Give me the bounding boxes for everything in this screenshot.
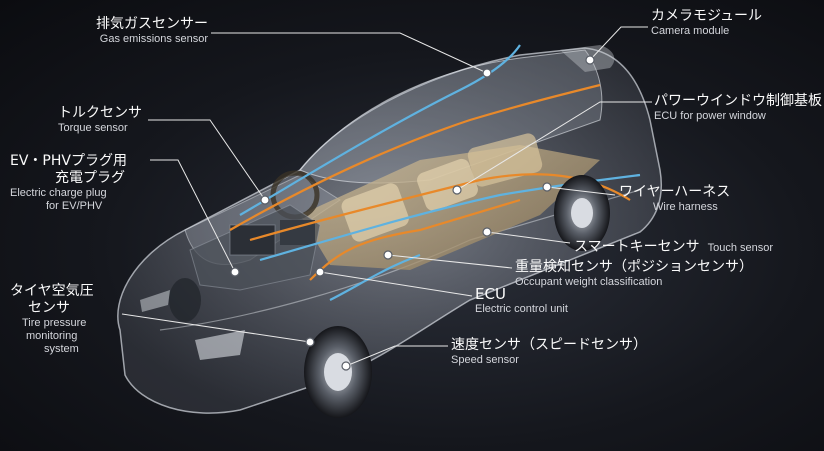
leader-power-window: [456, 101, 652, 191]
label-speed-sensor: 速度センサ（スピードセンサ） Speed sensor: [451, 337, 647, 367]
label-ja: ECU: [475, 285, 506, 303]
label-en: Camera module: [651, 25, 730, 37]
label-ja: パワーウインドウ制御基板: [654, 93, 822, 109]
label-ja: 速度センサ（スピードセンサ）: [451, 337, 647, 353]
marker-ecu: [315, 267, 325, 277]
marker-gas-emissions: [482, 68, 492, 78]
marker-occupant-weight: [383, 250, 393, 260]
marker-smart-key: [482, 227, 492, 237]
label-smart-key-sensor: スマートキーセンサ Touch sensor: [574, 236, 773, 256]
label-en: Tire pressure: [22, 317, 87, 329]
label-en: Speed sensor: [451, 354, 519, 366]
marker-speed-sensor: [341, 361, 351, 371]
leader-speed-sensor: [345, 345, 448, 367]
callout-markers: [230, 55, 595, 371]
headlights: [140, 290, 245, 360]
label-en-line2: for EV/PHV: [46, 200, 103, 212]
label-en-line2: monitoring: [26, 330, 78, 342]
marker-power-window: [452, 185, 462, 195]
label-en: Electric charge plug: [10, 187, 107, 199]
marker-wire-harness: [542, 182, 552, 192]
leader-torque-sensor: [148, 119, 266, 201]
label-wire-harness: ワイヤーハーネス Wire harness: [619, 184, 730, 214]
leader-gas-emissions: [211, 32, 488, 74]
wheels: [169, 175, 610, 418]
leader-charge-plug: [150, 159, 236, 273]
label-occupant-weight: 重量検知センサ（ポジションセンサ） Occupant weight classi…: [515, 259, 753, 289]
leader-occupant-weight: [387, 254, 513, 269]
label-en: Electric control unit: [475, 303, 568, 315]
label-en: Torque sensor: [58, 122, 128, 134]
marker-camera-module: [585, 55, 595, 65]
label-tire-pressure: タイヤ空気圧 センサ Tire pressure monitoring syst…: [10, 283, 94, 356]
label-gas-emissions-sensor: 排気ガスセンサー Gas emissions sensor: [40, 16, 208, 46]
label-power-window-ecu: パワーウインドウ制御基板 ECU for power window: [654, 93, 822, 123]
leader-smart-key: [486, 231, 571, 244]
label-ja: タイヤ空気圧: [10, 283, 94, 299]
leader-ecu: [319, 271, 473, 297]
label-en-line3: system: [44, 343, 79, 355]
marker-torque-sensor: [260, 195, 270, 205]
label-ja: ワイヤーハーネス: [619, 184, 731, 200]
label-ja: EV・PHVプラグ用: [10, 153, 127, 169]
label-ecu: ECU Electric control unit: [475, 285, 568, 316]
label-en: Gas emissions sensor: [99, 33, 208, 45]
label-ja-line2: 充電プラグ: [55, 170, 125, 186]
label-torque-sensor: トルクセンサ Torque sensor: [58, 105, 142, 135]
marker-charge-plug: [230, 267, 240, 277]
label-en: Wire harness: [653, 201, 718, 213]
leader-tire-pressure: [121, 313, 311, 343]
label-ja-line2: センサ: [28, 300, 70, 316]
label-ja: 排気ガスセンサー: [96, 16, 208, 32]
label-ja: 重量検知センサ（ポジションセンサ）: [515, 259, 753, 275]
marker-tire-pressure: [305, 337, 315, 347]
label-charge-plug: EV・PHVプラグ用 充電プラグ Electric charge plug fo…: [10, 153, 127, 213]
label-ja: トルクセンサ: [58, 105, 142, 121]
label-en: Touch sensor: [707, 242, 774, 254]
leader-wire-harness: [546, 186, 616, 196]
label-en: ECU for power window: [654, 110, 766, 122]
label-ja: スマートキーセンサ: [574, 239, 700, 255]
label-camera-module: カメラモジュール Camera module: [651, 8, 762, 38]
leader-camera-module: [589, 26, 648, 61]
label-en: Occupant weight classification: [515, 276, 663, 288]
label-ja: カメラモジュール: [651, 8, 763, 24]
callout-leader-lines: [121, 26, 652, 367]
